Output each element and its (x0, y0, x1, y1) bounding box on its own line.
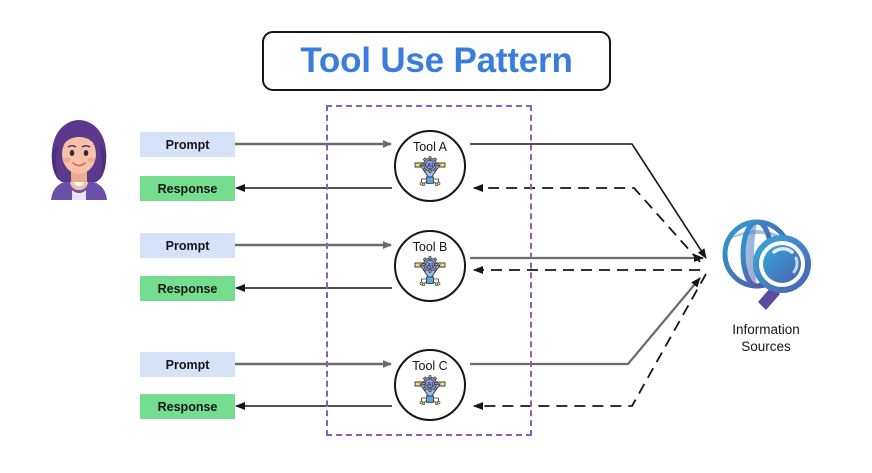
tool-node-b: Tool B AI (394, 230, 466, 302)
response-box-b: Response (140, 276, 235, 301)
prompt-box-a: Prompt (140, 132, 235, 157)
diagram-title-box: Tool Use Pattern (262, 31, 611, 91)
globe-magnifier-icon (722, 219, 811, 310)
response-label-b: Response (157, 281, 218, 296)
information-sources-label: Information Sources (700, 322, 832, 356)
response-label-c: Response (157, 399, 218, 414)
prompt-box-b: Prompt (140, 233, 235, 258)
information-sources-label-line2: Sources (741, 338, 791, 354)
tool-label-a: Tool A (412, 140, 448, 154)
response-box-c: Response (140, 394, 235, 419)
ai-gear-robot-icon: AI (412, 155, 448, 188)
response-box-a: Response (140, 176, 235, 201)
tool-label-b: Tool B (412, 240, 448, 254)
user-avatar (42, 118, 116, 200)
prompt-label-c: Prompt (165, 357, 210, 372)
information-sources-node: Information Sources (700, 214, 832, 356)
prompt-box-c: Prompt (140, 352, 235, 377)
tool-node-a: Tool A AI (394, 130, 466, 202)
ai-gear-robot-icon: AI (412, 255, 448, 288)
tool-group-container (326, 105, 532, 436)
ai-gear-robot-icon: AI (412, 374, 448, 407)
svg-text:AI: AI (427, 163, 433, 169)
response-label-a: Response (157, 181, 218, 196)
svg-text:AI: AI (427, 263, 433, 269)
prompt-label-b: Prompt (165, 238, 210, 253)
tool-node-c: Tool C AI (394, 349, 466, 421)
svg-text:AI: AI (427, 382, 433, 388)
page-title: Tool Use Pattern (300, 41, 573, 80)
tool-label-c: Tool C (412, 359, 448, 373)
prompt-label-a: Prompt (165, 137, 210, 152)
information-sources-label-line1: Information (732, 322, 800, 337)
